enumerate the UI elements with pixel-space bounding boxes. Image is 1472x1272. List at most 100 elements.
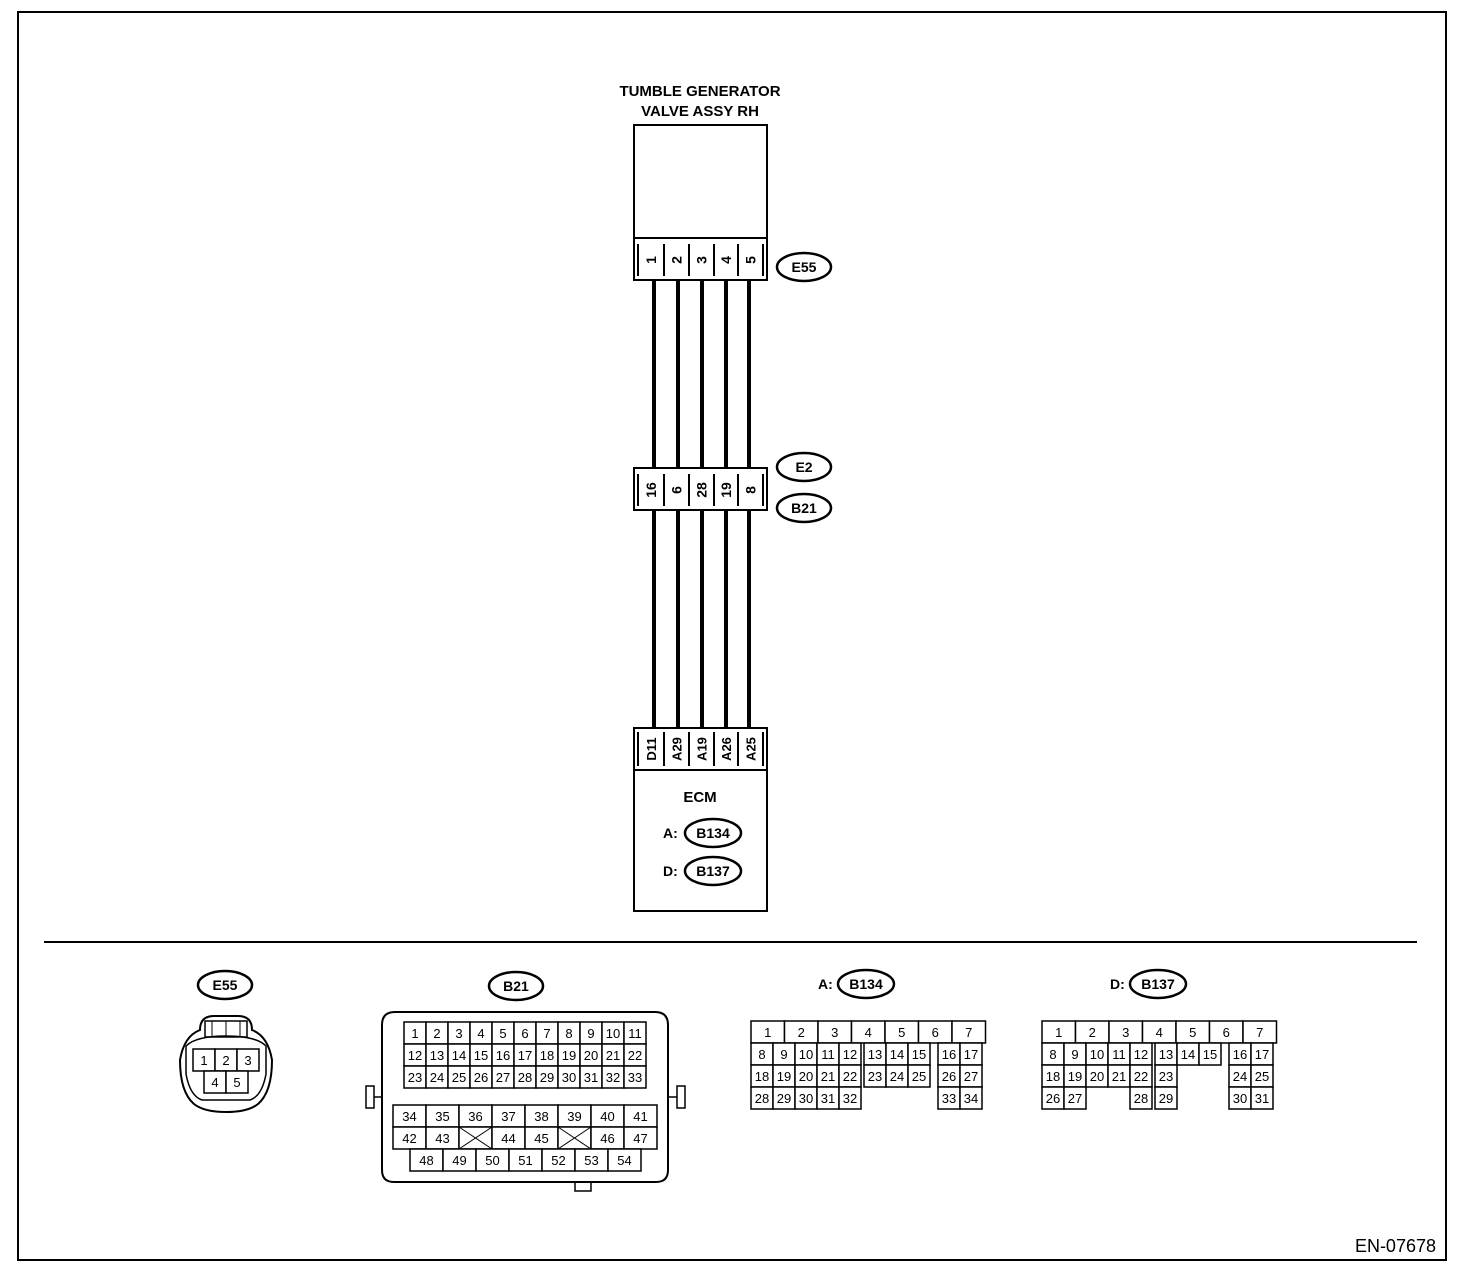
e55-view-pin	[225, 1070, 249, 1094]
b21-view-pin-label: 12	[408, 1048, 422, 1063]
b21-view-pin-label: 43	[435, 1131, 449, 1146]
b21-view-pin-label: 45	[534, 1131, 548, 1146]
view-e55-tag-ellipse	[196, 969, 254, 1001]
b21-view-pin-label: 49	[452, 1153, 466, 1168]
b21-view-pin-label: 42	[402, 1131, 416, 1146]
b21-view-pin	[607, 1148, 642, 1172]
joint-pin: 8	[743, 486, 759, 494]
b137-view-pin-label: 19	[1068, 1069, 1082, 1084]
b137-view-pin-label: 13	[1159, 1047, 1173, 1062]
b134-view-pin-label: 15	[912, 1047, 926, 1062]
b137-view-pin-label: 8	[1049, 1047, 1056, 1062]
view-b134-prefix: A:	[818, 976, 833, 992]
b137-view-pin-label: 15	[1203, 1047, 1217, 1062]
b134-view-pin-label: 12	[843, 1047, 857, 1062]
page-frame	[17, 11, 1447, 1261]
b137-view-pin-label: 16	[1233, 1047, 1247, 1062]
b134-view-pin-label: 20	[799, 1069, 813, 1084]
b134-view-pin-label: 5	[898, 1025, 905, 1040]
ecm-pin: A26	[719, 737, 734, 761]
b134-view-pin	[959, 1086, 983, 1110]
b134-view-pin-label: 22	[843, 1069, 857, 1084]
e55-view-pin-label: 2	[222, 1053, 229, 1068]
b134-view-pin-label: 8	[758, 1047, 765, 1062]
ecm-connector-box	[633, 727, 768, 771]
b21-view-pin	[623, 1065, 647, 1089]
b21-view-pin-label: 44	[501, 1131, 515, 1146]
b134-view-pin-label: 2	[798, 1025, 805, 1040]
b21-view-pin-label: 40	[600, 1109, 614, 1124]
e55-pin: 1	[643, 256, 659, 264]
view-b134-tag-ellipse	[836, 968, 896, 1000]
b21-view-pin-label: 2	[433, 1026, 440, 1041]
b21-view-pin-label: 28	[518, 1070, 532, 1085]
b137-view-pin-label: 28	[1134, 1091, 1148, 1106]
b137-view-pin-label: 12	[1134, 1047, 1148, 1062]
component-title-line2: VALVE ASSY RH	[641, 103, 759, 120]
b21-view-pin-blank	[557, 1126, 592, 1150]
b137-view-pin-label: 25	[1255, 1069, 1269, 1084]
ecm-label: ECM	[683, 789, 716, 806]
b137-view-pin-label: 22	[1134, 1069, 1148, 1084]
b134-view-pin-label: 4	[865, 1025, 872, 1040]
b21-view-pin-label: 36	[468, 1109, 482, 1124]
b137-view-pin-label: 5	[1189, 1025, 1196, 1040]
b137-view-pin	[1154, 1086, 1178, 1110]
b21-view-pin-label: 37	[501, 1109, 515, 1124]
b21-view-pin-label: 48	[419, 1153, 433, 1168]
b134-view-pin	[838, 1086, 862, 1110]
b21-view-pin-label: 52	[551, 1153, 565, 1168]
b137-view-pin-label: 17	[1255, 1047, 1269, 1062]
b137-view-pin-label: 26	[1046, 1091, 1060, 1106]
b137-view-pin-label: 23	[1159, 1069, 1173, 1084]
ecm-pin: A29	[670, 737, 685, 761]
e55-view-pin-label: 3	[244, 1053, 251, 1068]
b21-view-pin-label: 13	[430, 1048, 444, 1063]
b21-view-pin-label: 7	[543, 1026, 550, 1041]
e2-tag-ellipse	[775, 451, 833, 483]
b134-view-pin-label: 19	[777, 1069, 791, 1084]
ecm-tag-b134: B134	[696, 825, 730, 841]
b21-view-pin-label: 50	[485, 1153, 499, 1168]
b21-view-pin-label: 39	[567, 1109, 581, 1124]
b137-view-pin-label: 1	[1055, 1025, 1062, 1040]
ecm-tag-b134-ellipse	[683, 817, 743, 849]
view-e55-tag: E55	[213, 977, 238, 993]
b137-view-pin-label: 30	[1233, 1091, 1247, 1106]
b134-view-pin-label: 32	[843, 1091, 857, 1106]
ecm-pin: D11	[644, 737, 659, 760]
b137-view-pin-label: 14	[1181, 1047, 1195, 1062]
joint-pin: 16	[643, 482, 659, 498]
document-id: EN-07678	[1355, 1236, 1436, 1256]
b134-view-pin-label: 23	[868, 1069, 882, 1084]
b21-view-pin-label: 20	[584, 1048, 598, 1063]
b134-view-pin-label: 26	[942, 1069, 956, 1084]
b21-view-pin-label: 16	[496, 1048, 510, 1063]
b134-view-pin-label: 16	[942, 1047, 956, 1062]
b21-view-pin-label: 33	[628, 1070, 642, 1085]
b137-view-pin	[1129, 1086, 1153, 1110]
b21-tag-ellipse	[775, 492, 833, 524]
ecm-pin: A25	[744, 737, 759, 761]
b137-view-pin-label: 6	[1223, 1025, 1230, 1040]
b21-view-pin-label: 21	[606, 1048, 620, 1063]
component-title-line1: TUMBLE GENERATOR	[619, 83, 780, 100]
b134-view-pin-label: 9	[780, 1047, 787, 1062]
b134-view-pin-label: 13	[868, 1047, 882, 1062]
ecm-body	[633, 769, 768, 912]
b21-view-pin-label: 8	[565, 1026, 572, 1041]
b137-view-pin	[1250, 1086, 1274, 1110]
ecm-tag-b137-ellipse	[683, 855, 743, 887]
b134-view-pin	[907, 1064, 931, 1088]
e55-connector-view	[178, 1015, 274, 1114]
e2-tag: E2	[795, 459, 812, 475]
b137-view-pin-label: 10	[1090, 1047, 1104, 1062]
b21-view-pin-label: 51	[518, 1153, 532, 1168]
b134-view-pin-label: 30	[799, 1091, 813, 1106]
ecm-tag-b137: B137	[696, 863, 730, 879]
b21-view-pin-label: 24	[430, 1070, 444, 1085]
